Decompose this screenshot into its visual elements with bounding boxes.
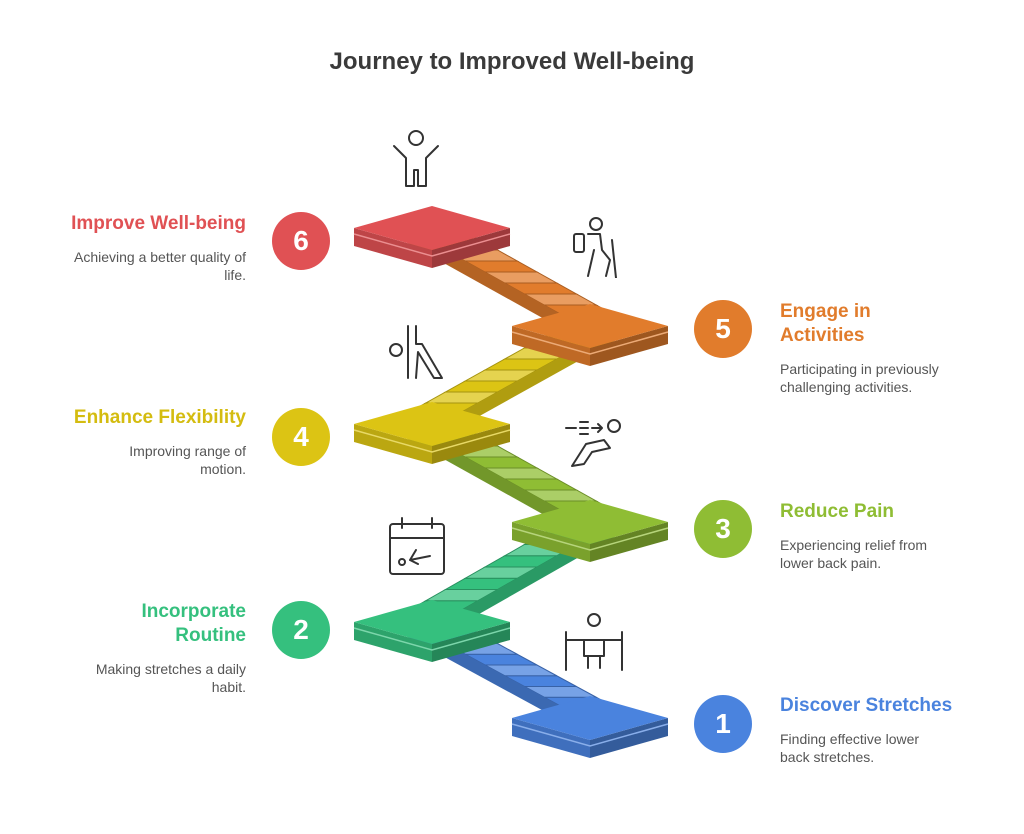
- step-5-description: Participating in previously challenging …: [780, 361, 939, 395]
- platform-top: [512, 696, 668, 740]
- stretch-bar-icon: [565, 613, 623, 671]
- step-3-description: Experiencing relief from lower back pain…: [780, 537, 928, 571]
- step-2-description: Making stretches a daily habit.: [95, 661, 246, 695]
- step-4-description: Improving range of motion.: [129, 443, 246, 477]
- calendar-icon: [389, 517, 445, 575]
- step-6-description: Achieving a better quality of life.: [74, 249, 246, 283]
- platform-edge: [353, 429, 511, 453]
- step-5-title: Engage in Activities: [780, 301, 871, 346]
- platform-edge: [353, 627, 511, 651]
- yoga-pose-icon: [389, 325, 443, 379]
- platform-top: [512, 500, 668, 544]
- platform-top: [354, 206, 510, 250]
- platform-left-face: [354, 228, 432, 268]
- platform-right-face: [590, 326, 668, 366]
- step-2-badge: 2: [272, 601, 330, 659]
- relief-person-icon: [565, 419, 621, 467]
- platform-top: [512, 304, 668, 348]
- platform-left-face: [512, 522, 590, 562]
- platform-left-face: [512, 718, 590, 758]
- step-6-badge: 6: [272, 212, 330, 270]
- step-1-badge: 1: [694, 695, 752, 753]
- platform-right-face: [432, 424, 510, 464]
- step-2-title: Incorporate Routine: [141, 601, 246, 646]
- hiker-icon: [573, 217, 617, 278]
- page-title: Journey to Improved Well-being: [329, 48, 695, 75]
- platform-left-face: [512, 326, 590, 366]
- step-3-badge: 3: [694, 500, 752, 558]
- step-4-title: Enhance Flexibility: [73, 407, 246, 428]
- step-4-badge: 4: [272, 408, 330, 466]
- platform-edge: [511, 723, 669, 747]
- platform-left-face: [354, 622, 432, 662]
- platform-right-face: [590, 522, 668, 562]
- step-1-title: Discover Stretches: [780, 695, 953, 716]
- platform-edge: [353, 233, 511, 257]
- step-3-title: Reduce Pain: [780, 501, 895, 522]
- platform-right-face: [590, 718, 668, 758]
- platform-left-face: [354, 424, 432, 464]
- step-5-badge: 5: [694, 300, 752, 358]
- platform-top: [354, 600, 510, 644]
- platform-right-face: [432, 622, 510, 662]
- platform-edge: [511, 331, 669, 355]
- step-1-description: Finding effective lower back stretches.: [780, 731, 920, 765]
- platform-top: [354, 402, 510, 446]
- platform-right-face: [432, 228, 510, 268]
- cheering-person-icon: [393, 130, 439, 187]
- step-6-title: Improve Well-being: [71, 213, 246, 234]
- platform-edge: [511, 527, 669, 551]
